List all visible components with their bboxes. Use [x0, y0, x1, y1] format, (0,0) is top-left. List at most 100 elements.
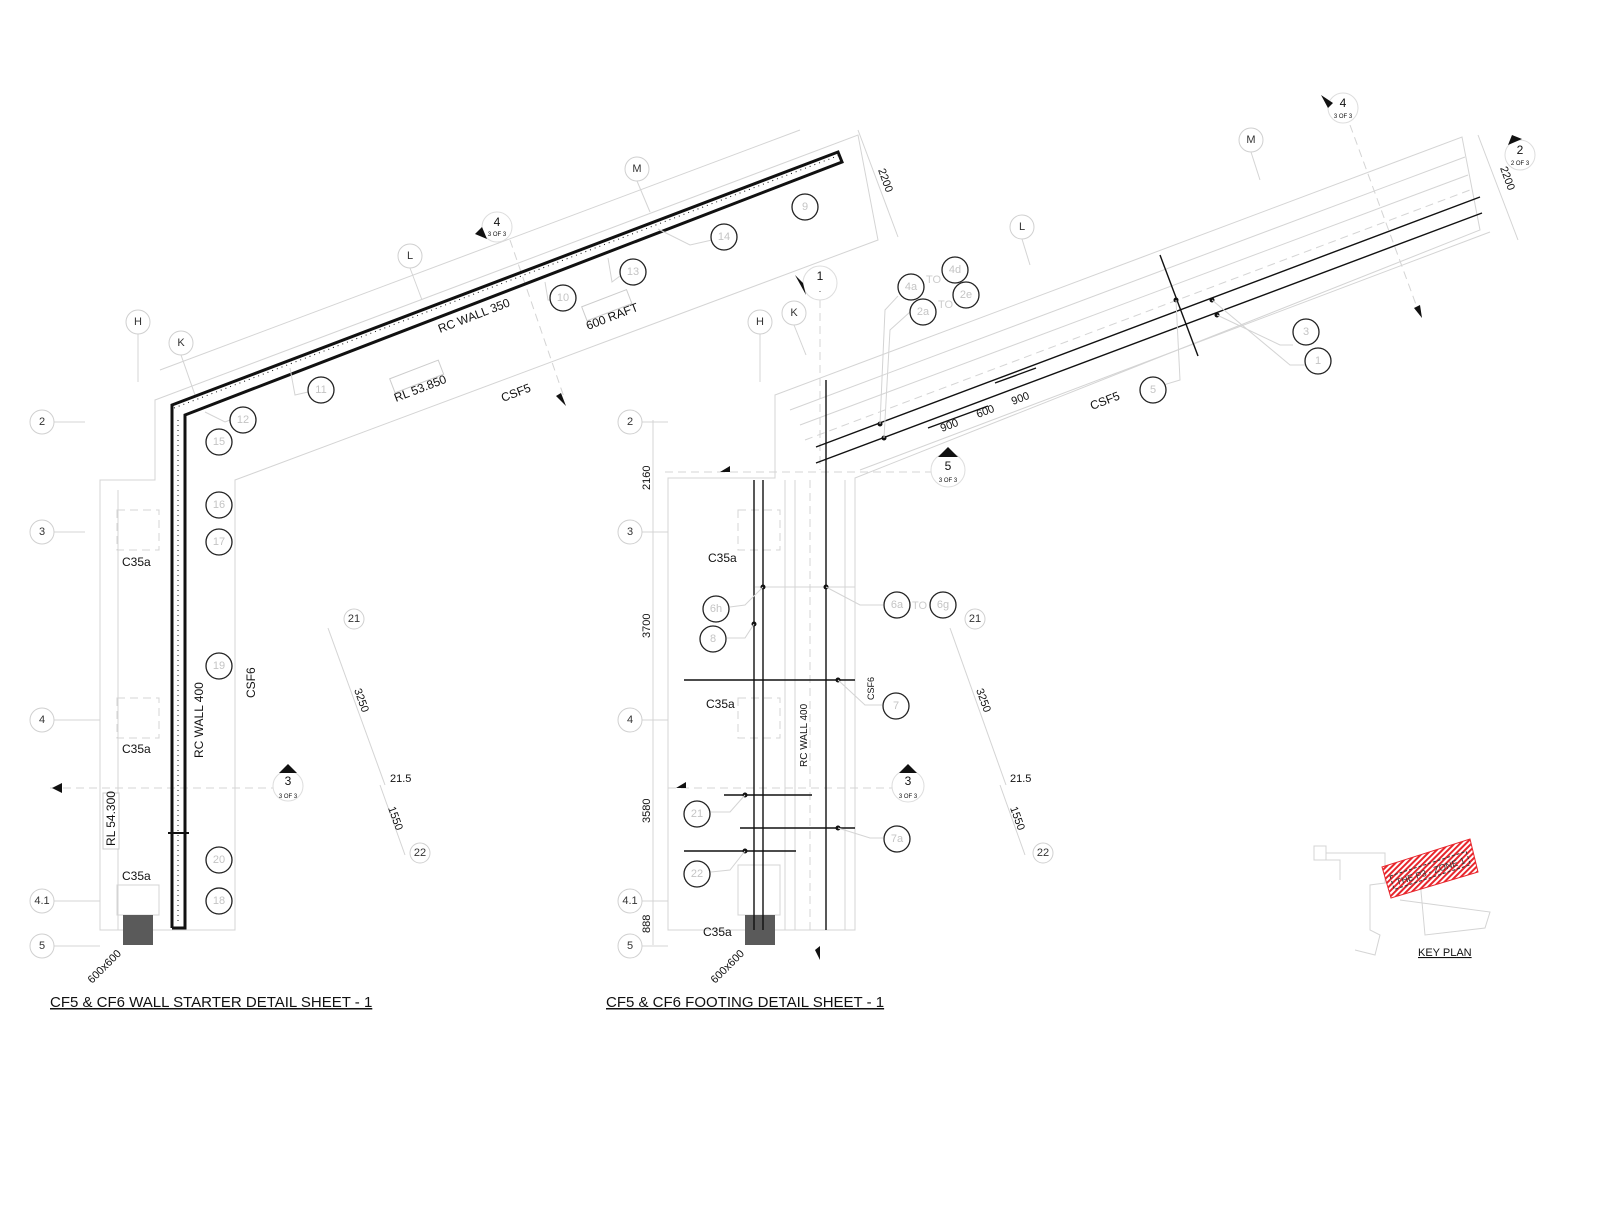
rebar-callout: 10 [557, 292, 569, 304]
grid-label: L [1019, 221, 1025, 233]
grid-label: K [177, 337, 185, 349]
grid-label: H [134, 316, 142, 328]
grid-label: K [790, 307, 798, 319]
section-marker: 3 3 OF 3 [272, 764, 304, 802]
column-size: 600x600 [86, 948, 124, 986]
grid-label: 4 [39, 714, 45, 726]
rebar-callout: 11 [315, 384, 326, 396]
wall-starter-detail: H K L M 2 3 4 4.1 5 43 OF 3 33 OF 3 9 14… [29, 129, 899, 1011]
dimension: 2200 [875, 167, 895, 194]
dimension: 600 [975, 403, 996, 421]
grid-label: L [407, 250, 413, 262]
grid-label: 2 [39, 416, 45, 428]
column-size: 600x600 [709, 948, 747, 986]
svg-text:3 OF 3: 3 OF 3 [279, 794, 298, 800]
section-marker: 1- [795, 265, 838, 301]
column-label: C35a [122, 555, 151, 569]
grid-label: 2 [627, 416, 633, 428]
svg-text:3 OF 3: 3 OF 3 [488, 232, 507, 238]
grid-label: 22 [414, 847, 426, 859]
drawing-title: CF5 & CF6 WALL STARTER DETAIL SHEET - 1 [50, 994, 372, 1011]
svg-text:-: - [819, 289, 821, 295]
rebar-callout: 7a [891, 833, 904, 845]
strip-footing-label: CSF5 [1088, 389, 1122, 413]
grid-label: H [756, 316, 764, 328]
grid-label: 21.5 [1010, 773, 1031, 785]
svg-text:5: 5 [945, 459, 952, 473]
svg-text:3 OF 3: 3 OF 3 [939, 478, 958, 484]
grid-label: 4.1 [622, 895, 637, 907]
footing-detail: H K L M 2 3 4 4.1 5 1- 53 OF 3 33 OF 3 4… [606, 92, 1536, 1011]
rebar-callout: 14 [718, 231, 730, 243]
section-marker: 33 OF 3 [891, 764, 925, 803]
rebar-callout: 12 [237, 414, 249, 426]
drawing-title: CF5 & CF6 FOOTING DETAIL SHEET - 1 [606, 994, 884, 1011]
rebar-callout: 7 [893, 700, 899, 712]
grid-label: 21 [348, 613, 360, 625]
section-marker: 2 2 OF 3 [1504, 135, 1536, 171]
svg-text:4: 4 [494, 215, 501, 229]
rebar [815, 196, 1481, 448]
rebar-callout: 17 [213, 536, 225, 548]
rebar-callout: 22 [691, 868, 703, 880]
grid-label: 4.1 [34, 895, 49, 907]
svg-text:1: 1 [817, 269, 824, 283]
section-marker: 5 3 OF 3 [930, 447, 966, 488]
rebar-callout: 3 [1303, 326, 1309, 338]
column [745, 915, 775, 945]
rebar-callout: 2e [960, 289, 972, 301]
rebar-callout: 1 [1315, 355, 1321, 367]
svg-text:3: 3 [285, 774, 292, 788]
grid-label: 3 [627, 526, 633, 538]
grid-label: 3 [39, 526, 45, 538]
to-label: TO [912, 600, 928, 612]
key-plan: THE P3 - ZONE 1 KEY PLAN [1313, 838, 1491, 959]
rebar-callout: 8 [710, 633, 716, 645]
rebar-callout: 6a [891, 599, 904, 611]
column-label: C35a [708, 551, 737, 565]
rc-wall [170, 150, 844, 930]
rebar-callout: 9 [802, 201, 808, 213]
grid-label: 5 [627, 940, 633, 952]
column-label: C35a [703, 925, 732, 939]
grid-label: 21 [969, 613, 981, 625]
key-plan-title: KEY PLAN [1418, 947, 1472, 959]
raft-outline [99, 134, 879, 931]
dimension: 2160 [641, 466, 653, 490]
zone-highlight [1381, 838, 1479, 899]
column-label: C35a [122, 869, 151, 883]
grid-label: M [1246, 134, 1255, 146]
grid-label: M [632, 163, 641, 175]
dimension: 900 [1010, 390, 1031, 408]
grid-label: 4 [627, 714, 633, 726]
strip-footing-label: CSF5 [499, 381, 533, 405]
dimension: 3700 [641, 614, 653, 638]
section-marker: 4 3 OF 3 [475, 211, 513, 243]
rebar-callout: 4d [949, 264, 961, 276]
dimension: 1550 [1007, 805, 1027, 832]
wall-label: RC WALL 400 [799, 703, 810, 767]
grid-label: 5 [39, 940, 45, 952]
grid-label: 21.5 [390, 773, 411, 785]
dimension: 888 [641, 915, 653, 933]
rebar-callout: 20 [213, 854, 225, 866]
rebar-callout: 13 [627, 266, 639, 278]
svg-text:2 OF 3: 2 OF 3 [1511, 161, 1530, 167]
strip-footing-label: CSF6 [866, 677, 876, 700]
rebar-callout: 19 [213, 660, 225, 672]
column-label: C35a [122, 742, 151, 756]
rebar-callout: 2a [917, 306, 930, 318]
rebar-callout: 15 [213, 436, 225, 448]
rebar-callout: 6g [937, 599, 949, 611]
to-label: TO [926, 274, 942, 286]
dimension: 1550 [385, 805, 405, 832]
svg-text:2: 2 [1517, 143, 1524, 157]
rebar [815, 212, 1483, 464]
rebar-callout: 16 [213, 499, 225, 511]
level-label: RL 54.300 [104, 791, 118, 846]
rebar-callout: 5 [1150, 384, 1156, 396]
dimension: 3580 [641, 799, 653, 823]
svg-text:3 OF 3: 3 OF 3 [899, 794, 918, 800]
dimension: 900 [939, 417, 960, 435]
